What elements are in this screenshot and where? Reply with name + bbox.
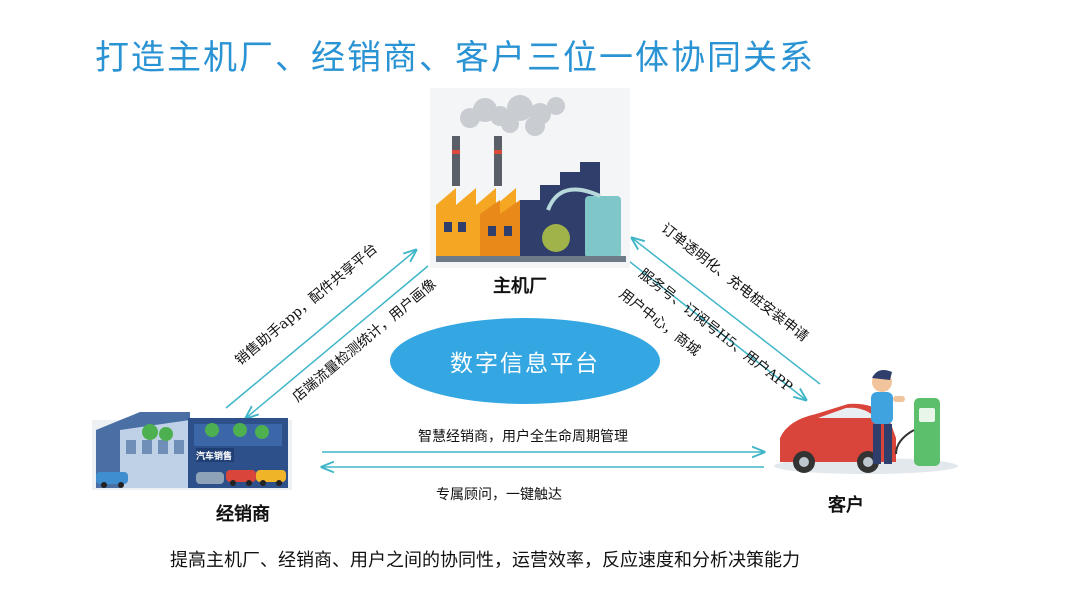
arrow-customer-to-oem [632,238,821,385]
arrow-oem-to-customer [619,253,806,400]
dealer-sign-text: 汽车销售 [196,452,233,462]
node-dealer-label: 经销商 [216,504,270,525]
footer-caption: 提高主机厂、经销商、用户之间的协同性，运营效率，反应速度和分析决策能力 [170,550,800,571]
page-title: 打造主机厂、经销商、客户三位一体协同关系 [95,38,815,78]
node-customer-label: 客户 [828,495,864,516]
node-oem-label: 主机厂 [493,276,547,297]
edge-label-customer-dealer: 专属顾问，一键触达 [436,487,562,503]
arrow-oem-to-dealer-inner [246,265,429,418]
arrow-dealer-to-oem-outer [225,250,416,409]
edge-label-dealer-customer: 智慧经销商，用户全生命周期管理 [418,429,628,445]
digital-platform-ellipse: 数字信息平台 [390,318,660,404]
